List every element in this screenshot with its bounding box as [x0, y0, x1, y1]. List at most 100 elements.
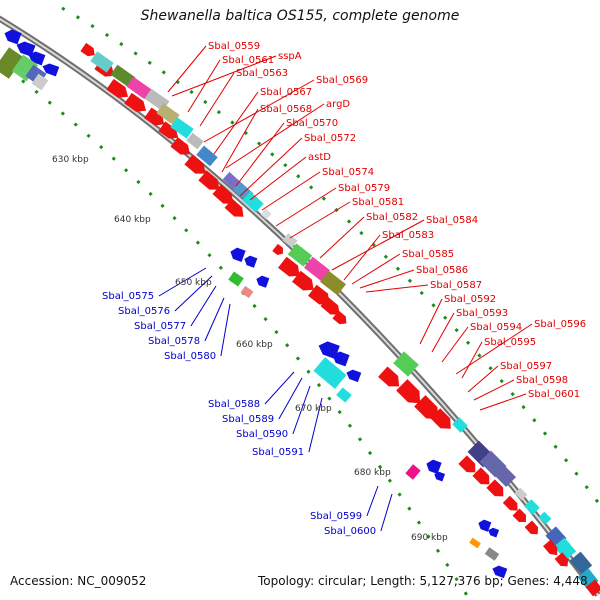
reverse-gene-arrow: [434, 471, 446, 482]
forward-gene-label: Sbal_0559: [208, 41, 260, 52]
forward-gene-label: Sbal_0583: [382, 230, 434, 241]
reverse-gene-arrow: [346, 369, 362, 383]
forward-gene-label: Sbal_0581: [352, 197, 404, 208]
reverse-gene-arrow: [256, 275, 270, 288]
forward-gene-block: [170, 117, 194, 139]
forward-gene-arrow: [80, 42, 95, 57]
forward-leader-line: [365, 284, 429, 293]
forward-gene-arrow: [106, 78, 129, 98]
forward-gene-arrow: [378, 366, 400, 387]
forward-gene-arrow: [502, 495, 518, 511]
forward-leader-line: [171, 55, 277, 97]
forward-gene-arrow: [212, 184, 234, 204]
reverse-gene-label: Sbal_0590: [236, 429, 288, 440]
forward-leader-line: [441, 326, 469, 363]
forward-gene-arrow: [170, 137, 190, 155]
forward-leader-line: [319, 216, 365, 259]
forward-gene-block: [538, 511, 552, 525]
forward-gene-arrow: [524, 520, 539, 535]
forward-gene-label: Sbal_0598: [516, 375, 568, 386]
forward-gene-label: Sbal_0572: [304, 133, 356, 144]
forward-leader-line: [167, 45, 207, 93]
forward-gene-arrow: [292, 270, 314, 291]
map-title: Shewanella baltica OS155, complete genom…: [140, 8, 460, 24]
reverse-gene-block: [228, 271, 244, 287]
forward-gene-arrow: [554, 552, 569, 567]
reverse-gene-label: Sbal_0600: [324, 526, 376, 537]
reverse-leader-line: [174, 275, 213, 312]
forward-gene-label: Sbal_0595: [484, 337, 536, 348]
forward-gene-arrow: [124, 92, 147, 112]
reverse-gene-arrow: [488, 527, 500, 538]
forward-gene-label: Sbal_0585: [402, 249, 454, 260]
forward-gene-label: Sbal_0563: [236, 68, 288, 79]
forward-gene-arrow: [472, 467, 490, 485]
reverse-gene-block: [240, 285, 254, 299]
forward-leader-line: [473, 379, 515, 401]
forward-leader-line: [343, 234, 381, 281]
reverse-gene-label: Sbal_0591: [252, 447, 304, 458]
kbp-tick-label: 640 kbp: [114, 215, 151, 225]
forward-leader-line: [275, 187, 337, 227]
reverse-gene-label: Sbal_0575: [102, 291, 154, 302]
forward-gene-arrow: [414, 395, 439, 420]
forward-leader-line: [351, 253, 401, 285]
reverse-leader-line: [278, 377, 303, 420]
forward-gene-block: [514, 487, 528, 501]
reverse-gene-block: [484, 547, 500, 561]
reverse-gene-block: [31, 73, 49, 91]
forward-leader-line: [431, 312, 455, 353]
forward-gene-block: [126, 76, 152, 100]
forward-gene-label: Sbal_0568: [260, 104, 312, 115]
reverse-gene-label: Sbal_0589: [222, 414, 274, 425]
forward-gene-arrow: [396, 379, 421, 404]
forward-gene-label: Sbal_0579: [338, 183, 390, 194]
forward-gene-label: Sbal_0593: [456, 308, 508, 319]
forward-gene-block: [524, 499, 540, 515]
reverse-gene-block: [336, 387, 352, 403]
forward-gene-arrow: [430, 408, 451, 429]
forward-leader-line: [359, 269, 415, 289]
reverse-gene-block: [469, 537, 481, 549]
forward-gene-label: Sbal_0569: [316, 75, 368, 86]
forward-gene-label: Sbal_0570: [286, 118, 338, 129]
forward-gene-block: [553, 537, 577, 561]
forward-leader-line: [199, 72, 235, 127]
reverse-leader-line: [220, 303, 231, 357]
reverse-gene-arrow: [4, 29, 22, 45]
reverse-gene-arrow: [244, 255, 258, 268]
reverse-leader-line: [366, 485, 379, 517]
forward-gene-block: [186, 132, 204, 150]
reverse-leader-line: [308, 397, 323, 453]
forward-gene-label: Sbal_0592: [444, 294, 496, 305]
forward-gene-block: [569, 551, 593, 575]
reverse-gene-label: Sbal_0588: [208, 399, 260, 410]
forward-gene-block: [287, 243, 313, 267]
forward-gene-block: [110, 64, 136, 88]
reverse-gene-label: Sbal_0577: [134, 321, 186, 332]
forward-gene-label: Sbal_0584: [426, 215, 478, 226]
reverse-gene-label: Sbal_0580: [164, 351, 216, 362]
reverse-gene-label: Sbal_0576: [118, 306, 170, 317]
forward-gene-block: [282, 233, 298, 248]
forward-leader-line: [187, 59, 221, 113]
forward-gene-label: Sbal_0601: [528, 389, 580, 400]
forward-gene-block: [90, 51, 114, 73]
reverse-leader-line: [204, 297, 225, 342]
forward-gene-arrow: [198, 170, 220, 190]
forward-gene-arrow: [278, 256, 300, 277]
reverse-gene-label: Sbal_0599: [310, 511, 362, 522]
kbp-tick-label: 690 kbp: [411, 533, 448, 543]
forward-gene-block: [156, 103, 180, 125]
forward-leader-line: [419, 298, 443, 345]
forward-gene-label: Sbal_0574: [322, 167, 374, 178]
forward-gene-label: argD: [326, 99, 350, 110]
reverse-gene-block: [405, 464, 421, 480]
forward-leader-line: [261, 171, 321, 211]
reverse-leader-line: [380, 493, 393, 532]
forward-leader-line: [479, 393, 527, 411]
forward-gene-arrow: [512, 508, 527, 523]
forward-leader-line: [225, 103, 325, 169]
forward-gene-arrow: [272, 243, 283, 255]
